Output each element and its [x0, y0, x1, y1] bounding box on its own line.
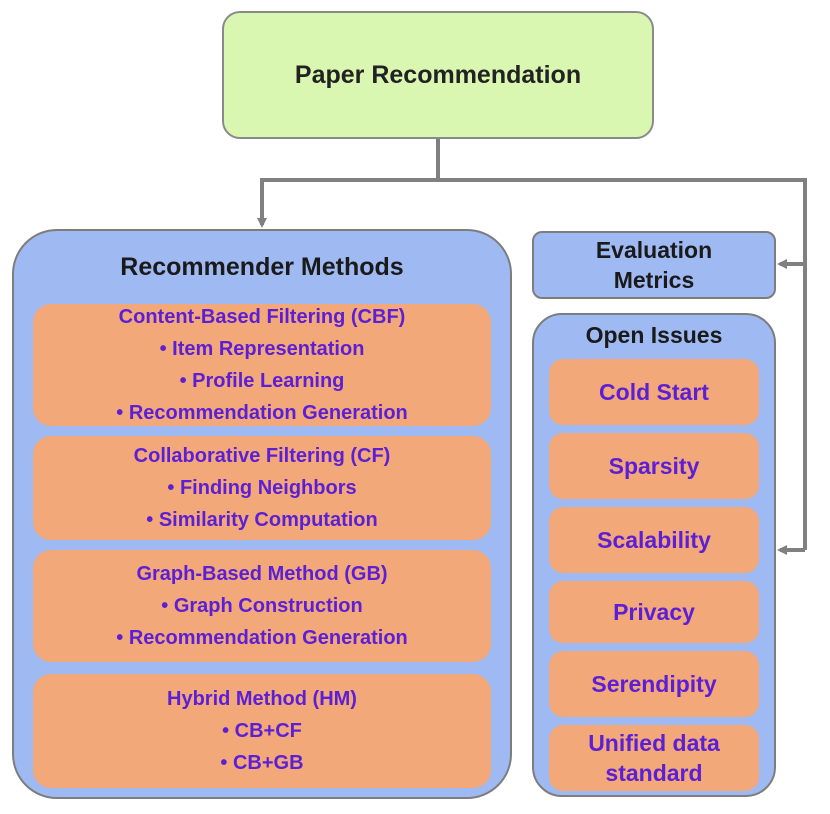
method-item: Finding Neighbors: [167, 472, 357, 504]
issue-label: Privacy: [613, 599, 695, 625]
evaluation-label-line1: Evaluation: [595, 237, 713, 263]
root-title: Paper Recommendation: [294, 60, 582, 89]
issue-sparsity: Sparsity: [549, 433, 759, 499]
issue-cold-start: Cold Start: [549, 359, 759, 425]
evaluation-label-line2: Metrics: [613, 267, 695, 293]
open-issues-title: Open Issues: [585, 322, 723, 348]
method-group-title: Content-Based Filtering (CBF): [118, 306, 406, 328]
method-group-gb: Graph-Based Method (GB) Graph Constructi…: [33, 550, 491, 662]
issue-label: Serendipity: [591, 671, 717, 697]
arrow-to-methods: [257, 178, 438, 228]
method-item: Recommendation Generation: [116, 397, 408, 429]
methods-title: Recommender Methods: [120, 253, 404, 281]
issue-label: Cold Start: [599, 379, 709, 405]
issue-label: Unified data standard: [588, 730, 720, 786]
method-item: Similarity Computation: [146, 504, 378, 536]
method-group-hm: Hybrid Method (HM) CB+CF CB+GB: [33, 674, 491, 788]
issue-scalability: Scalability: [549, 507, 759, 573]
evaluation-metrics-box: Evaluation Metrics: [532, 231, 776, 299]
method-group-title: Collaborative Filtering (CF): [133, 445, 391, 467]
root-node: Paper Recommendation: [222, 11, 654, 139]
method-item: Item Representation: [160, 333, 364, 365]
issue-label: Scalability: [597, 527, 711, 553]
issue-unified-data-standard: Unified data standard: [549, 725, 759, 791]
method-item: CB+GB: [220, 747, 304, 779]
method-item: Profile Learning: [180, 365, 344, 397]
method-item: Recommendation Generation: [116, 622, 408, 654]
right-branch: [438, 178, 807, 550]
method-group-cbf: Content-Based Filtering (CBF) Item Repre…: [33, 304, 491, 426]
issue-serendipity: Serendipity: [549, 651, 759, 717]
method-group-cf: Collaborative Filtering (CF) Finding Nei…: [33, 436, 491, 540]
method-group-title: Hybrid Method (HM): [167, 688, 357, 710]
method-item: Graph Construction: [161, 590, 363, 622]
method-item: CB+CF: [222, 715, 302, 747]
issue-label: Sparsity: [608, 453, 700, 479]
method-group-title: Graph-Based Method (GB): [136, 563, 388, 585]
issue-privacy: Privacy: [549, 581, 759, 643]
